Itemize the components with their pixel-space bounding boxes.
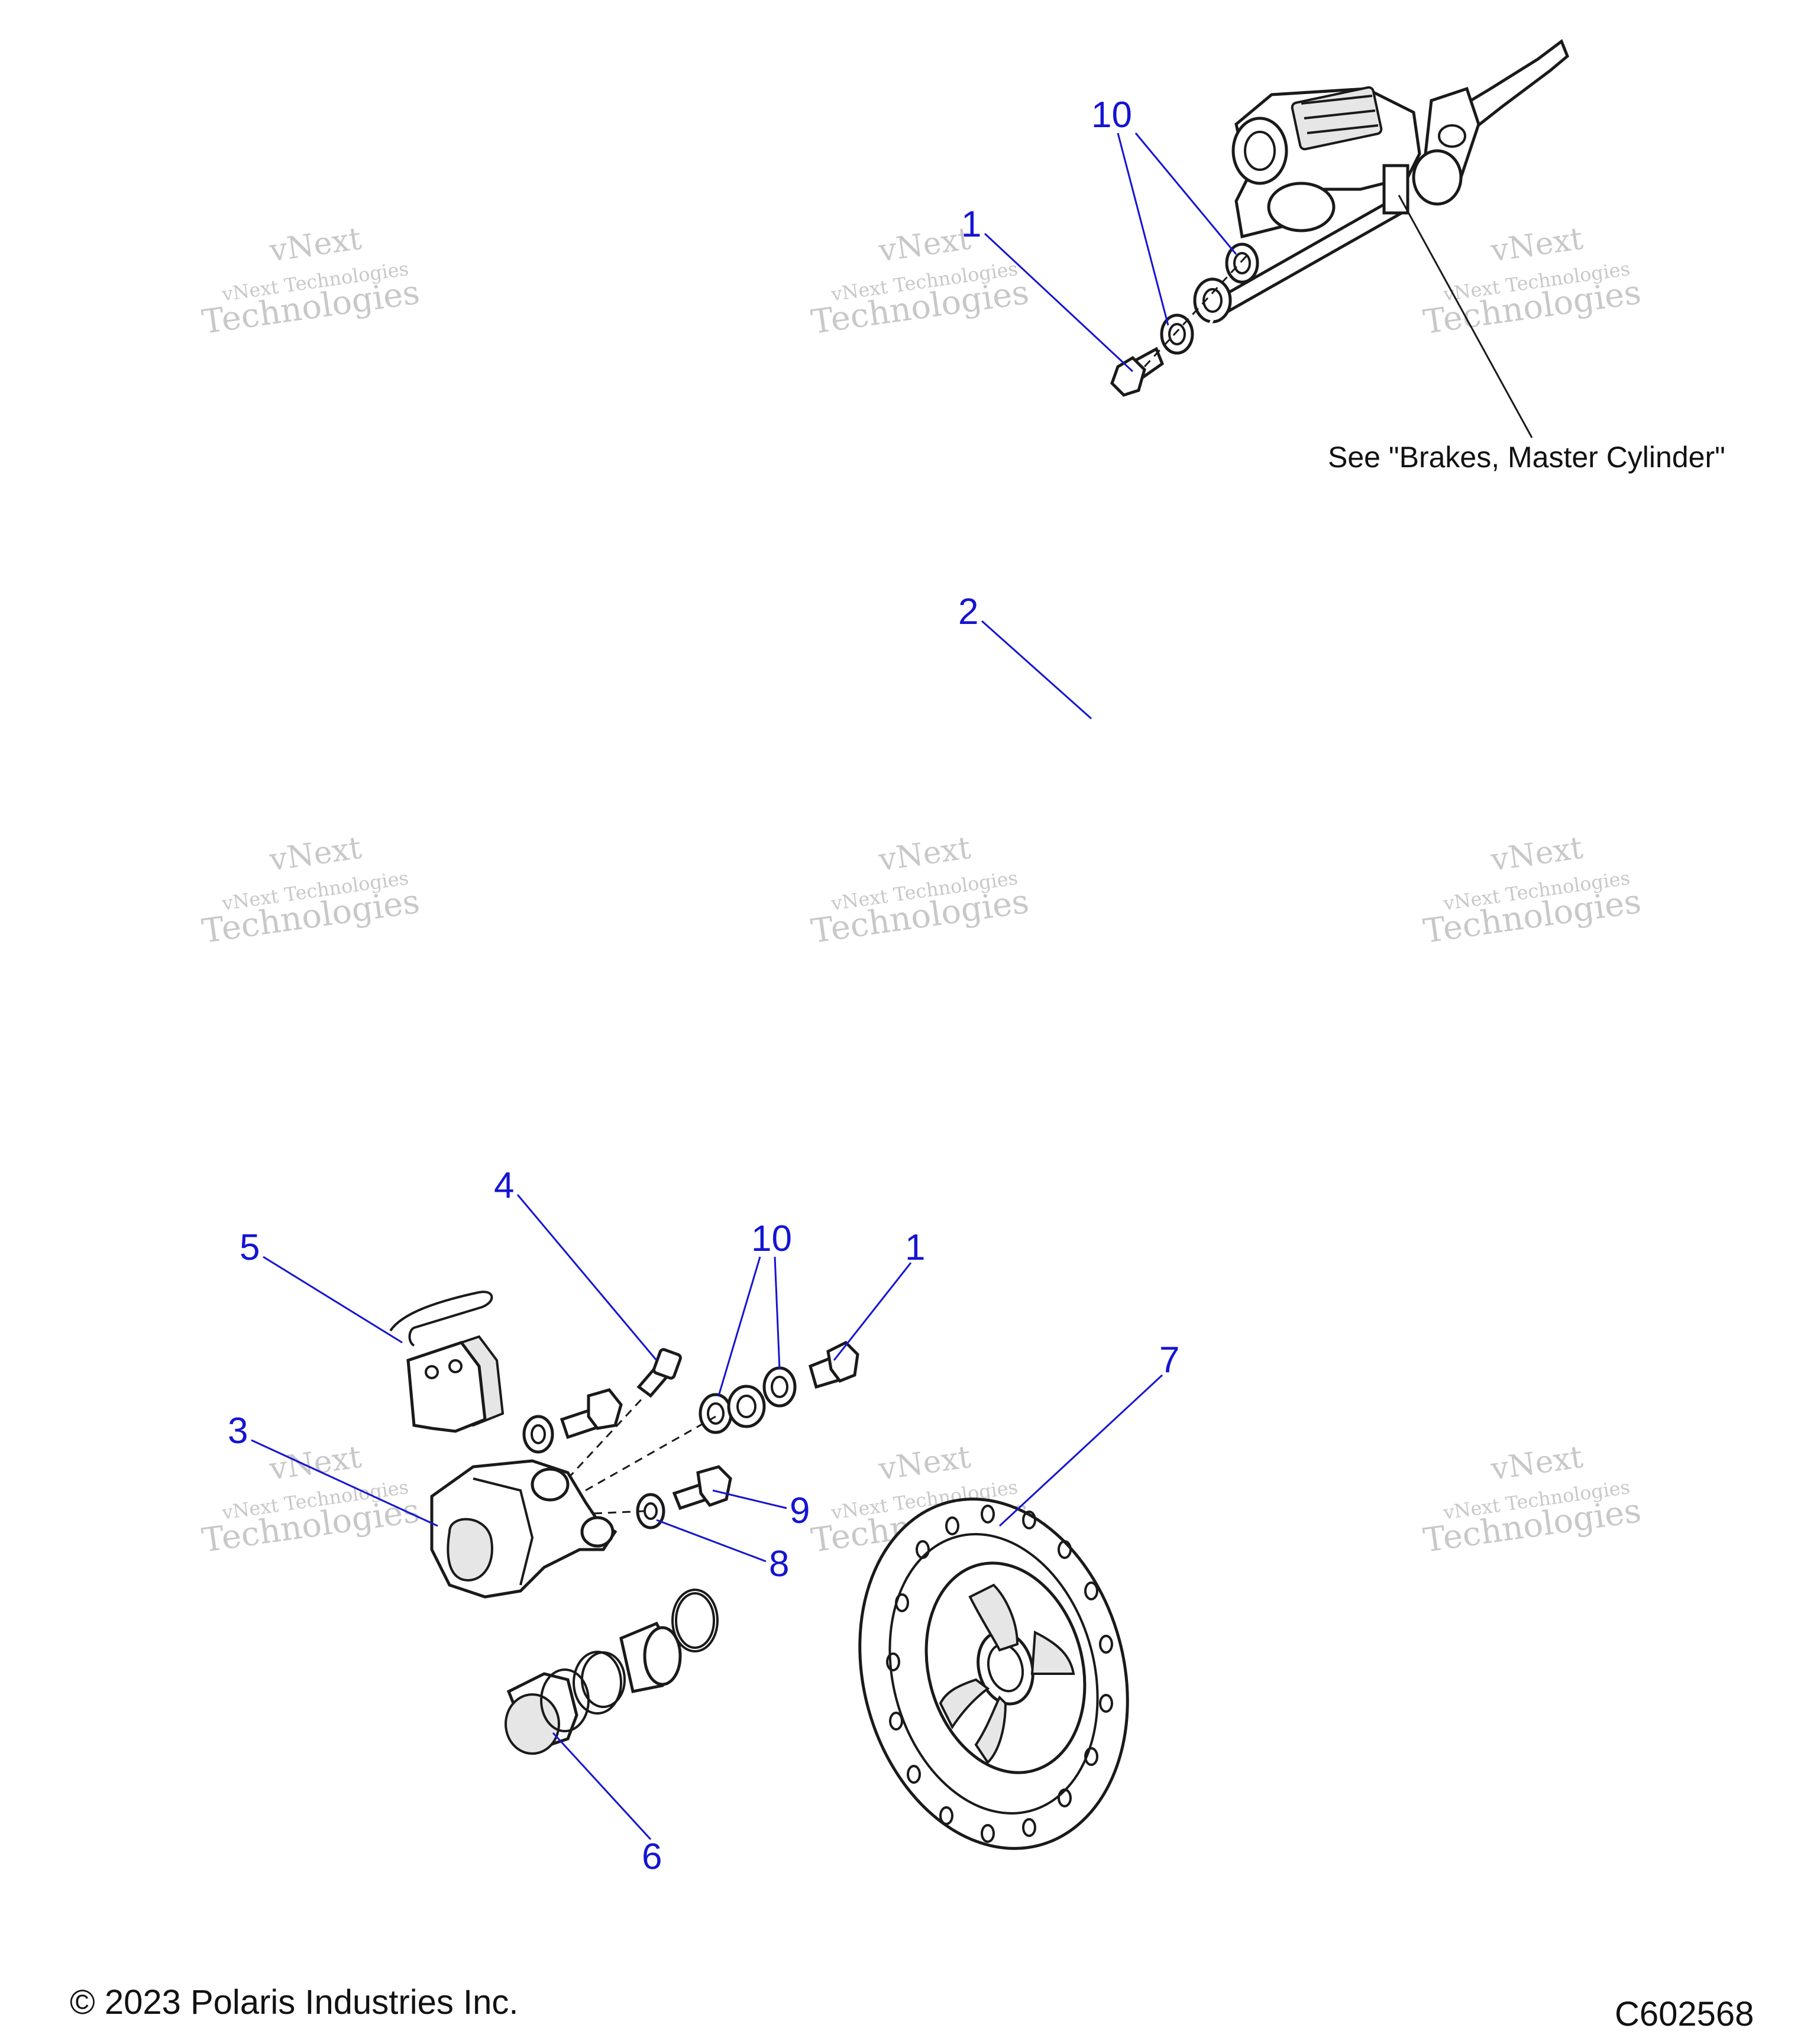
callout-10-bottom: 10 — [751, 1218, 792, 1259]
watermark: vNext vNext Technologies Technologies — [200, 830, 422, 951]
svg-text:vNext: vNext — [1488, 221, 1585, 269]
watermark: vNext vNext Technologies Technologies — [1421, 1440, 1644, 1560]
brake-pads — [389, 1291, 505, 1433]
washer-top-lower — [1160, 313, 1194, 355]
master-cylinder-reference: See "Brakes, Master Cylinder" — [1328, 441, 1725, 474]
callout-7: 7 — [1159, 1340, 1179, 1380]
svg-text:vNext: vNext — [1488, 1440, 1585, 1487]
copyright-notice: © 2023 Polaris Industries Inc. — [70, 1983, 518, 2022]
watermark: vNext vNext Technologies Technologies — [1421, 221, 1644, 342]
washer-lower-left — [699, 1393, 733, 1434]
svg-text:vNext: vNext — [876, 830, 973, 878]
svg-text:vNext: vNext — [876, 221, 973, 269]
callout-1-bottom: 1 — [905, 1227, 925, 1268]
brake-disc — [858, 1498, 1129, 1850]
figure-code: C602568 — [1615, 1995, 1754, 2033]
callout-6: 6 — [642, 1836, 662, 1877]
top-hardware — [1110, 242, 1259, 397]
svg-text:vNext: vNext — [267, 1440, 364, 1487]
disc-holes — [886, 1505, 1113, 1843]
svg-text:vNext: vNext — [1488, 830, 1585, 878]
callout-9: 9 — [790, 1490, 810, 1531]
piston-and-seals — [505, 1589, 719, 1755]
callout-2: 2 — [958, 591, 978, 632]
washer-top-upper — [1225, 242, 1259, 284]
watermark-group: vNext vNext Technologies Technologies vN… — [200, 221, 1644, 1560]
callout-3: 3 — [228, 1411, 248, 1451]
watermark: vNext vNext Technologies Technologies — [1421, 830, 1644, 951]
reference-leader — [1398, 195, 1533, 438]
svg-text:vNext: vNext — [876, 1440, 973, 1487]
callout-5: 5 — [240, 1227, 260, 1268]
watermark: vNext vNext Technologies Technologies — [809, 221, 1032, 342]
callout-1-top: 1 — [961, 204, 981, 245]
master-cylinder-assembly — [1210, 39, 1569, 316]
svg-text:vNext: vNext — [267, 830, 364, 878]
svg-text:vNext: vNext — [267, 221, 364, 269]
callout-8: 8 — [769, 1544, 789, 1584]
watermark: vNext vNext Technologies Technologies — [809, 830, 1032, 951]
callouts: 10 1 2 4 5 10 1 7 3 9 8 6 — [228, 95, 1237, 1877]
watermark: vNext vNext Technologies Technologies — [200, 221, 422, 342]
banjo-fitting-top — [1193, 277, 1232, 324]
watermark: vNext vNext Technologies Technologies — [200, 1440, 422, 1560]
lower-hardware — [522, 1340, 859, 1529]
callout-10-top: 10 — [1091, 95, 1132, 135]
washer-caliper-upper — [522, 1415, 554, 1454]
brake-hose — [628, 318, 1214, 1396]
washer-lower-right — [762, 1366, 797, 1408]
banjo-fitting-lower — [727, 1385, 766, 1428]
brake-caliper — [430, 1459, 617, 1599]
callout-4: 4 — [494, 1165, 514, 1206]
